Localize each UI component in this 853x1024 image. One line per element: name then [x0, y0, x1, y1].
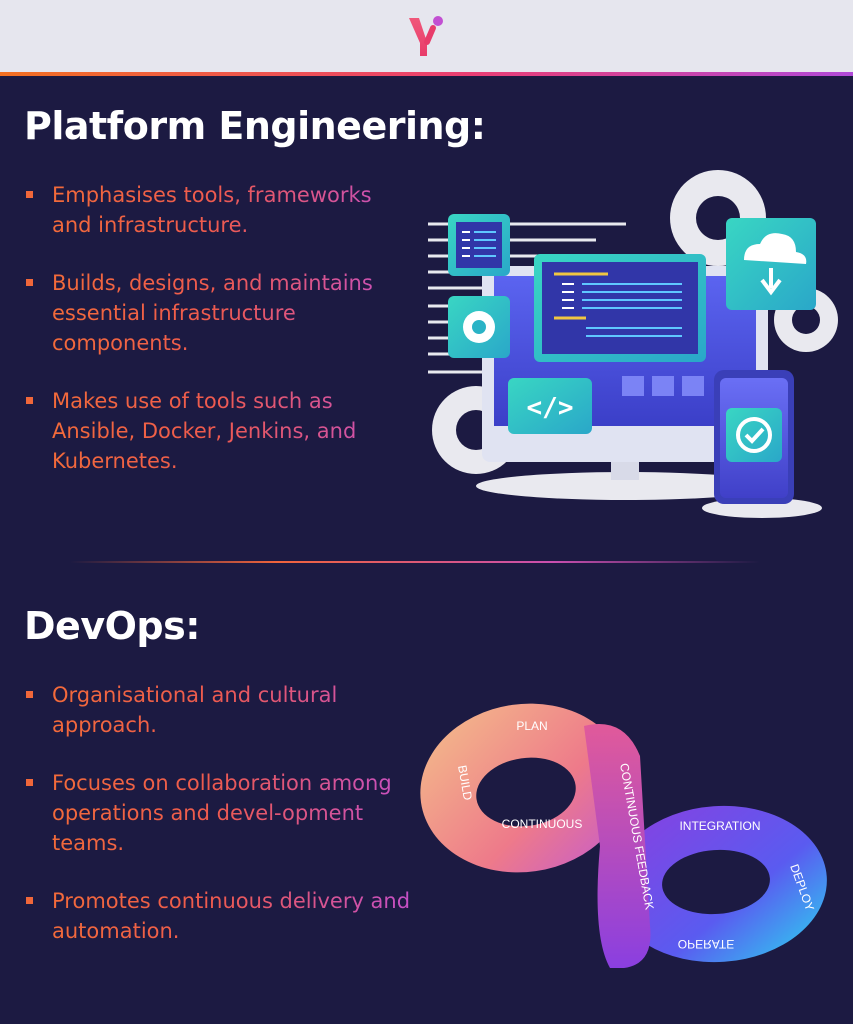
list-item-text: Emphasises tools, frameworks and infrast…: [52, 180, 414, 240]
platform-engineering-list: Emphasises tools, frameworks and infrast…: [24, 180, 414, 504]
platform-engineering-heading: Platform Engineering:: [24, 104, 486, 148]
list-item: Emphasises tools, frameworks and infrast…: [24, 180, 414, 240]
loop-label-operate: OPERATE: [678, 937, 734, 951]
list-item: Focuses on collaboration among operation…: [24, 768, 414, 858]
cloud-download-icon: [744, 233, 807, 296]
computer-gears-illustration: </>: [428, 170, 838, 518]
bullet-icon: [26, 191, 33, 198]
bullet-icon: [26, 691, 33, 698]
list-item-text: Makes use of tools such as Ansible, Dock…: [52, 386, 414, 476]
checkmark-icon: [736, 417, 772, 453]
devops-heading: DevOps:: [24, 604, 200, 648]
list-item: Organisational and cultural approach.: [24, 680, 414, 740]
header-bar: [0, 0, 853, 72]
code-icon: </>: [527, 393, 574, 423]
devops-list: Organisational and cultural approach. Fo…: [24, 680, 414, 974]
loop-label-build: BUILD: [455, 764, 475, 802]
loop-label-plan: PLAN: [516, 719, 547, 733]
bullet-icon: [26, 279, 33, 286]
header-accent-line: [0, 72, 853, 76]
list-item: Builds, designs, and maintains essential…: [24, 268, 414, 358]
list-item-text: Builds, designs, and maintains essential…: [52, 268, 414, 358]
list-item-text: Organisational and cultural approach.: [52, 680, 414, 740]
list-item: Makes use of tools such as Ansible, Dock…: [24, 386, 414, 476]
loop-label-continuous: CONTINUOUS: [502, 817, 583, 831]
bullet-icon: [26, 897, 33, 904]
list-item-text: Promotes continuous delivery and automat…: [52, 886, 414, 946]
gear-icon: [463, 311, 495, 343]
list-item: Promotes continuous delivery and automat…: [24, 886, 414, 946]
list-item-text: Focuses on collaboration among operation…: [52, 768, 414, 858]
bullet-icon: [26, 779, 33, 786]
devops-infinity-loop-illustration: PLAN BUILD CONTINUOUS CONTINUOUS FEEDBAC…: [420, 703, 827, 968]
bullet-icon: [26, 397, 33, 404]
y-logo-icon: [409, 16, 443, 56]
section-divider: [70, 561, 760, 563]
loop-label-integration: INTEGRATION: [679, 819, 760, 833]
